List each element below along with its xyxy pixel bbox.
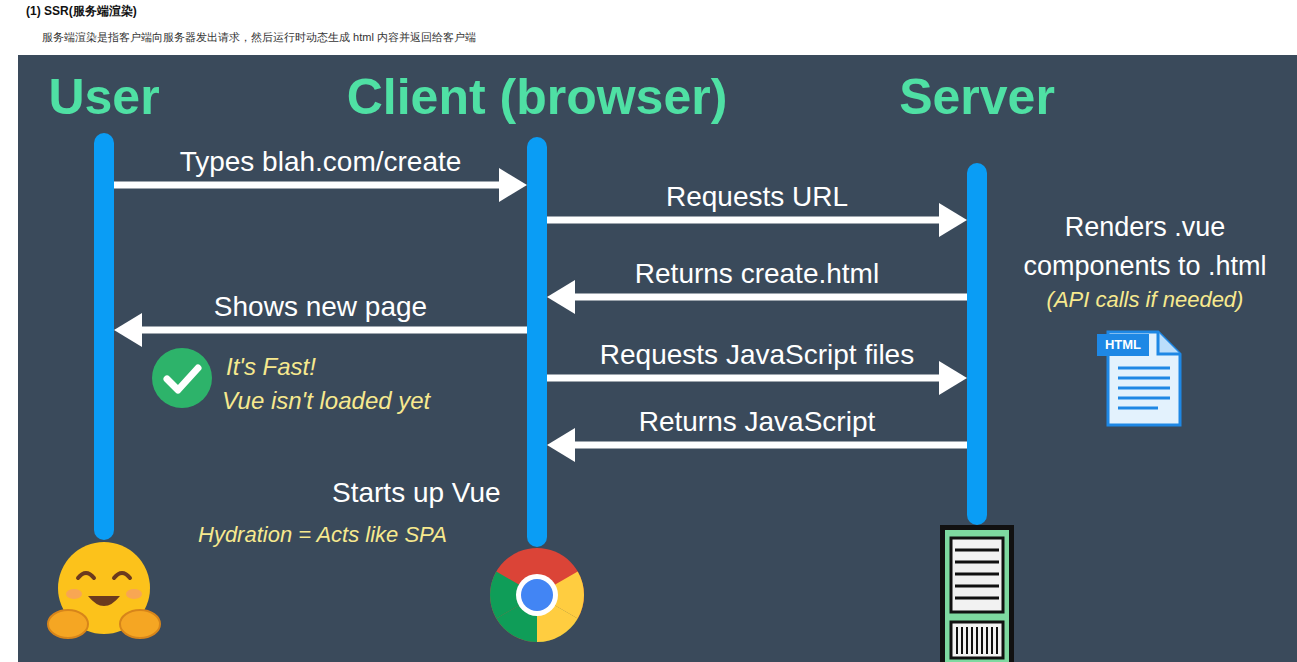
callout-note: Hydration = Acts like SPA (198, 522, 447, 547)
section-heading: (1) SSR(服务端渲染) (26, 5, 137, 19)
dark-panel (18, 55, 1297, 662)
file-badge: HTML (1097, 338, 1149, 353)
arrow-head (114, 313, 142, 347)
check-icon (152, 348, 212, 408)
lifeline: Client (browser) (527, 137, 547, 547)
chrome-icon (490, 548, 584, 642)
arrow-shaft (573, 294, 967, 301)
server-icon (940, 525, 1014, 662)
callout-note: Vue isn't loaded yet (222, 387, 430, 415)
message-label: Types blah.com/create (180, 148, 462, 176)
lifeline-heading: Client (browser) (347, 72, 728, 122)
message-label: Requests URL (666, 183, 848, 211)
server-subnote: (API calls if needed) (1020, 287, 1270, 312)
arrow-head (547, 280, 575, 314)
arrow-head (547, 428, 575, 462)
arrow-shaft (140, 327, 527, 334)
html-file-icon (1097, 332, 1180, 425)
message-label: Shows new page (214, 293, 427, 321)
arrow-head (939, 203, 967, 237)
arrow-shaft (547, 217, 941, 224)
client-note: Starts up Vue (332, 477, 501, 509)
arrow-shaft (114, 182, 501, 189)
message-label: Returns create.html (635, 260, 879, 288)
callout-note: It's Fast! (226, 353, 316, 381)
lifeline: Server (967, 163, 987, 525)
arrow-shaft (547, 375, 941, 382)
arrow-head (499, 168, 527, 202)
arrow-head (939, 361, 967, 395)
message-label: Returns JavaScript (639, 408, 876, 436)
description-text: 服务端渲染是指客户端向服务器发出请求，然后运行时动态生成 html 内容并返回给… (42, 31, 476, 44)
hugging-face-emoji (48, 542, 160, 638)
lifeline-heading: Server (899, 72, 1055, 122)
message-label: Requests JavaScript files (600, 341, 914, 369)
lifeline: User (94, 133, 114, 540)
arrow-shaft (573, 442, 967, 449)
lifeline-heading: User (48, 72, 159, 122)
server-note: Renders .vue components to .html (1005, 208, 1285, 286)
